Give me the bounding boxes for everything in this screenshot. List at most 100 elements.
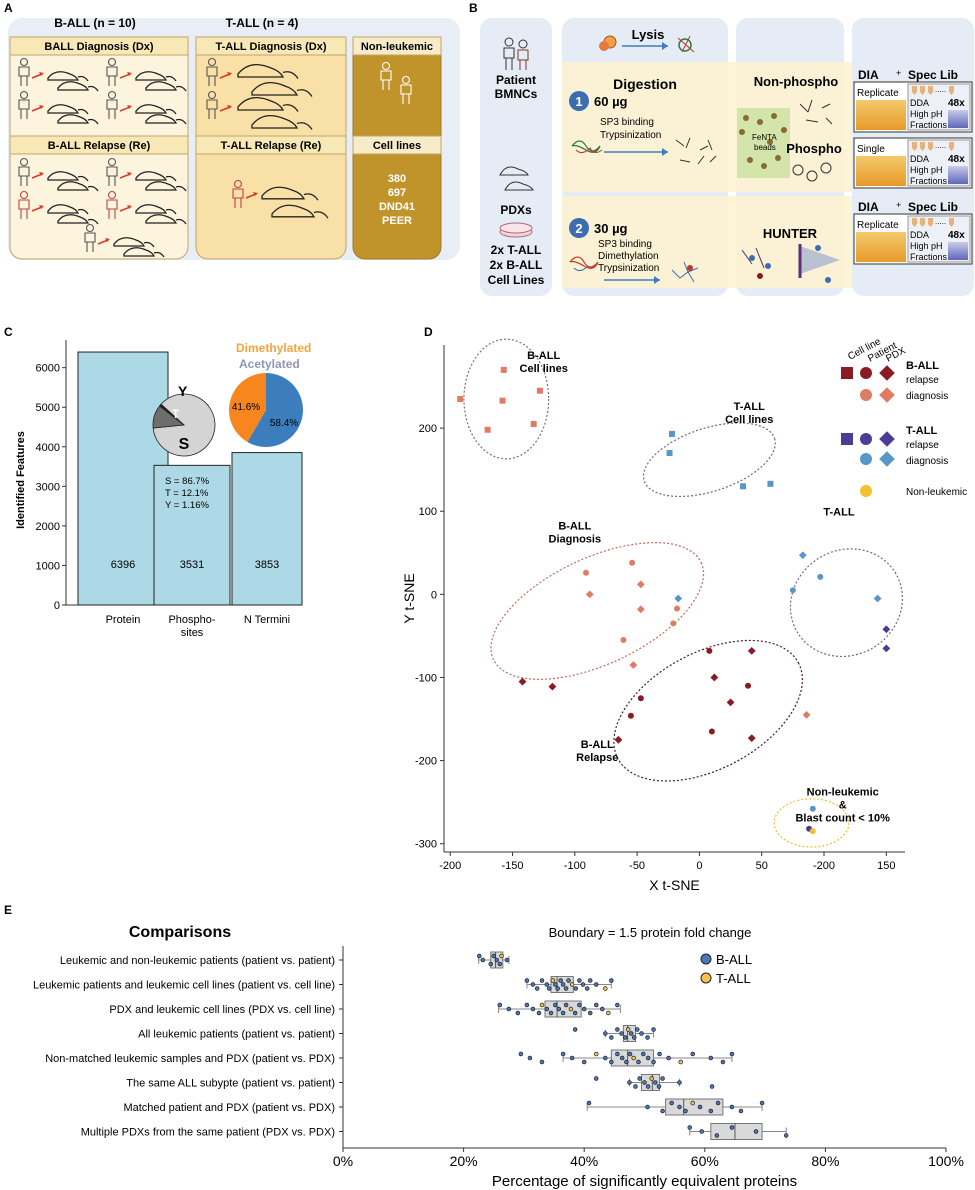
boxplot-point: [635, 1027, 640, 1032]
boxplot-point: [615, 1027, 620, 1032]
comparison-label: The same ALL subypte (patient vs. patien…: [126, 1078, 335, 1090]
person-body-icon: [106, 99, 118, 119]
boxplot-point: [560, 1051, 566, 1057]
digestion-label: Digestion: [613, 76, 677, 92]
tsne-point-pdx: [879, 451, 895, 467]
boxplot-point: [524, 978, 530, 983]
tsne-point-cellline: [767, 480, 774, 487]
person-head-icon: [107, 90, 117, 100]
e-xtick-label: 40%: [570, 1153, 598, 1169]
protein-tangle-icon: [571, 140, 603, 154]
boxplot-point: [656, 1084, 662, 1089]
pie1-legend-s: S = 86.7%: [165, 476, 210, 487]
legend-tall-label: T-ALL: [716, 971, 751, 986]
tsne-point-pdx: [747, 734, 756, 743]
person-head-icon: [19, 157, 29, 167]
mouse-icon: [237, 63, 299, 79]
tsne-point-pdx: [882, 644, 891, 653]
boxplot-point: [488, 961, 493, 967]
peptides-icon: [675, 137, 717, 165]
dots-label: .....: [935, 85, 946, 94]
boxplot-point: [687, 1125, 692, 1130]
boxplot-point: [546, 986, 552, 991]
transplant-arrow-icon: [119, 73, 131, 79]
mouse-icon: [251, 81, 313, 97]
person-head-icon: [107, 57, 117, 67]
boxplot-point: [581, 1006, 587, 1012]
transplant-arrowhead-icon: [127, 72, 132, 76]
tsne-point-pdx: [674, 594, 683, 603]
bead-icon: [747, 157, 753, 163]
boxplot-point: [653, 1080, 658, 1085]
hunter-icon: [741, 244, 840, 283]
legend-ball-label: B-ALL: [716, 952, 752, 967]
legend-diagnosis: diagnosis: [906, 456, 948, 467]
dots-label: .....: [935, 217, 946, 226]
boxplot-point: [625, 1027, 631, 1032]
pie-slice-y: [158, 403, 185, 426]
tube-icon: [920, 142, 925, 151]
tsne-point-cellline: [841, 433, 853, 445]
bar-value-label: 3531: [180, 559, 204, 571]
tsne-group-ellipses: [463, 338, 904, 848]
boxplot-point: [553, 982, 558, 987]
boxplot-point: [587, 978, 593, 983]
boxplot-point: [645, 1104, 650, 1110]
bead-icon: [743, 115, 749, 121]
dda-label: DDA: [910, 154, 929, 164]
lysis-label: Lysis: [632, 27, 665, 42]
boxplot-point: [622, 1035, 628, 1040]
boxplot-point: [678, 1059, 683, 1065]
fenta-beads-icon: [739, 113, 787, 169]
tsne-point-pdx: [802, 710, 811, 719]
boxplot-point: [729, 1051, 735, 1057]
speclib-label: Spec Lib: [908, 68, 958, 82]
transplant-arrowhead-icon: [39, 72, 44, 76]
d-xtick-label: -150: [502, 860, 524, 872]
group-label: Cell lines: [725, 414, 773, 426]
dia-label: DIA: [858, 200, 879, 214]
nonphospho-peptides-icon: [799, 99, 833, 125]
bead-icon: [739, 129, 745, 135]
boxplot-point: [636, 1059, 641, 1065]
ball-patient-mouse-icons: [18, 57, 187, 258]
pdx-label: PDXs: [500, 203, 532, 217]
boxplot-point: [649, 1076, 654, 1081]
ball-re-header: [9, 135, 189, 155]
fraction-count-label: 48x: [948, 98, 965, 109]
boxplot-point: [651, 1059, 656, 1065]
tsne-point-patient: [860, 389, 872, 401]
person-body-icon: [380, 70, 392, 90]
boxplot-point: [539, 1002, 545, 1008]
tsne-point-patient: [629, 559, 636, 566]
phospho-peptides-icon: [792, 162, 832, 182]
boxplot-point: [497, 1002, 503, 1008]
tall-dx-header: [195, 36, 347, 56]
tsne-point-pdx: [629, 661, 638, 669]
tsne-point-cellline: [457, 396, 464, 403]
tsne-point-patient: [860, 367, 872, 379]
group-label: B-ALL: [527, 350, 560, 362]
tsne-legend: Cell linePatientPDXB-ALLrelapsediagnosis…: [841, 336, 967, 498]
panel-a: A B-ALL (n = 10) T-ALL (n = 4) BALL Diag…: [4, 1, 460, 260]
e-xtick-label: 80%: [811, 1153, 839, 1169]
dda-spectrum-icon: [948, 110, 968, 128]
boxplot-point: [539, 978, 545, 983]
bar-value-label: 3853: [255, 559, 279, 571]
boxplot-point: [609, 1035, 614, 1040]
transplant-arrowhead-icon: [127, 172, 132, 176]
boxplot-point: [690, 1051, 695, 1057]
boxplot-point: [631, 1035, 637, 1040]
boxplot-point: [600, 1006, 605, 1012]
d-xtick-label: -100: [564, 860, 586, 872]
boxplot-point: [594, 982, 599, 987]
boxplot-point: [660, 1076, 665, 1081]
e-xtick-label: 0%: [333, 1153, 353, 1169]
dots-label: .....: [935, 141, 946, 150]
boxplot-point: [651, 1027, 656, 1032]
tube-icon: [928, 218, 933, 227]
step2-number: 2: [575, 221, 582, 236]
bar-n-termini: [231, 452, 303, 606]
highph-label: High pH: [910, 109, 943, 119]
cellline-697: 697: [388, 187, 406, 199]
